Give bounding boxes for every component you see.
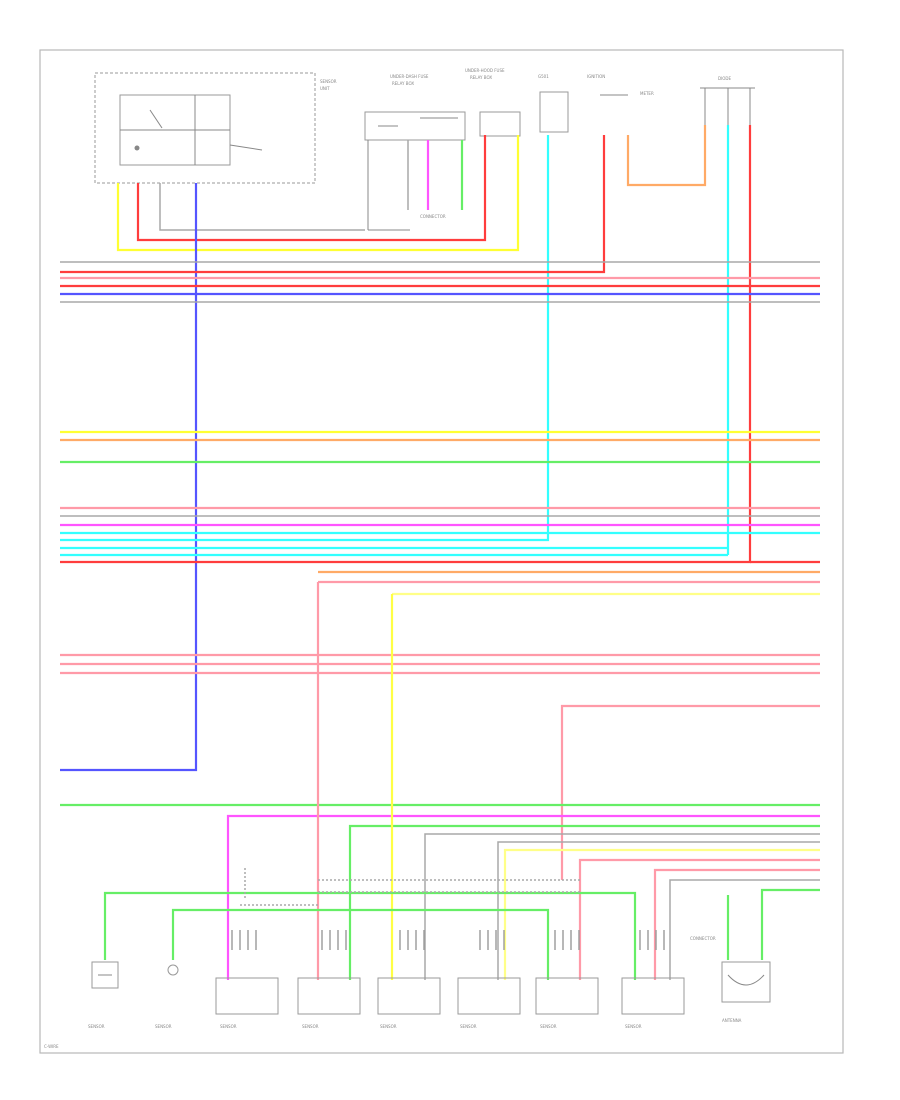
fan-grey-2 [497, 841, 820, 980]
svg-text:SENSOR: SENSOR [302, 1024, 319, 1029]
svg-text:SENSOR: SENSOR [540, 1024, 557, 1029]
svg-text:DIODE: DIODE [718, 76, 731, 81]
svg-text:CONNECTOR: CONNECTOR [690, 936, 716, 941]
fan-pink-2 [653, 868, 820, 980]
svg-text:SENSOR: SENSOR [380, 1024, 397, 1029]
svg-text:ANTENNA: ANTENNA [722, 1018, 742, 1023]
wire-red-750 [60, 125, 752, 564]
sensor-unit-3 [377, 977, 441, 1015]
fan-pink-1 [578, 858, 820, 980]
wire-red-top [136, 135, 487, 242]
fan-grey-3 [669, 879, 820, 980]
svg-text:SENSOR: SENSOR [155, 1024, 172, 1029]
fan-yellow [503, 848, 820, 980]
sensor-unit-2 [297, 977, 361, 1015]
sensor-unit-6 [621, 977, 685, 1015]
wire-yellow-top [116, 135, 520, 252]
sensor-unit-1 [215, 977, 279, 1015]
wire-red-604 [60, 135, 606, 274]
svg-text:RELAY BOX: RELAY BOX [470, 75, 492, 80]
svg-text:SENSOR: SENSOR [625, 1024, 642, 1029]
svg-text:UNDER-DASH FUSE: UNDER-DASH FUSE [390, 74, 429, 79]
ignition-switch-module [94, 72, 316, 184]
diagram-frame [39, 49, 844, 1054]
bottom-sensors: SENSOR SENSOR SENSOR SENSOR SENSOR SENSO… [88, 936, 771, 1029]
lower-fanout [103, 582, 820, 980]
svg-text:SENSOR: SENSOR [320, 79, 337, 84]
fan-green [348, 824, 820, 980]
svg-text:CONNECTOR: CONNECTOR [420, 214, 446, 219]
sensor-unit-5 [535, 977, 599, 1015]
bus-red-6 [560, 704, 820, 880]
svg-text:SENSOR: SENSOR [220, 1024, 237, 1029]
fan-green-left2 [171, 908, 550, 980]
fan-green-2 [760, 888, 820, 960]
bus-lines [60, 261, 820, 880]
page-code: C-WIRE [44, 1044, 59, 1049]
sensor-switch-2 [167, 964, 179, 976]
svg-text:UNIT: UNIT [320, 86, 330, 91]
junction-box-node [539, 91, 569, 133]
svg-text:SENSOR: SENSOR [460, 1024, 477, 1029]
fan-grey-1 [424, 833, 820, 980]
svg-text:METER: METER [640, 91, 654, 96]
antenna-unit [721, 961, 771, 1003]
fan-magenta [226, 814, 820, 980]
top-components: SENSOR UNIT UNDER-DASH FUSE RELAY BOX UN… [94, 68, 755, 231]
sensor-unit-4 [457, 977, 521, 1015]
svg-text:SENSOR: SENSOR [88, 1024, 105, 1029]
svg-text:G501: G501 [538, 74, 549, 79]
center-relay-block [364, 111, 466, 141]
svg-text:IGNITION: IGNITION [587, 74, 605, 79]
center-connector [479, 111, 521, 137]
svg-text:UNDER-HOOD FUSE: UNDER-HOOD FUSE [465, 68, 505, 73]
wire-grey-top [159, 183, 365, 231]
wire-cyan-vertical [60, 135, 550, 542]
wire-blue-main [60, 183, 198, 772]
fan-green-left [103, 891, 637, 980]
wire-orange-top [626, 125, 707, 187]
sensor-switch-1 [91, 961, 119, 989]
svg-text:RELAY BOX: RELAY BOX [392, 81, 414, 86]
